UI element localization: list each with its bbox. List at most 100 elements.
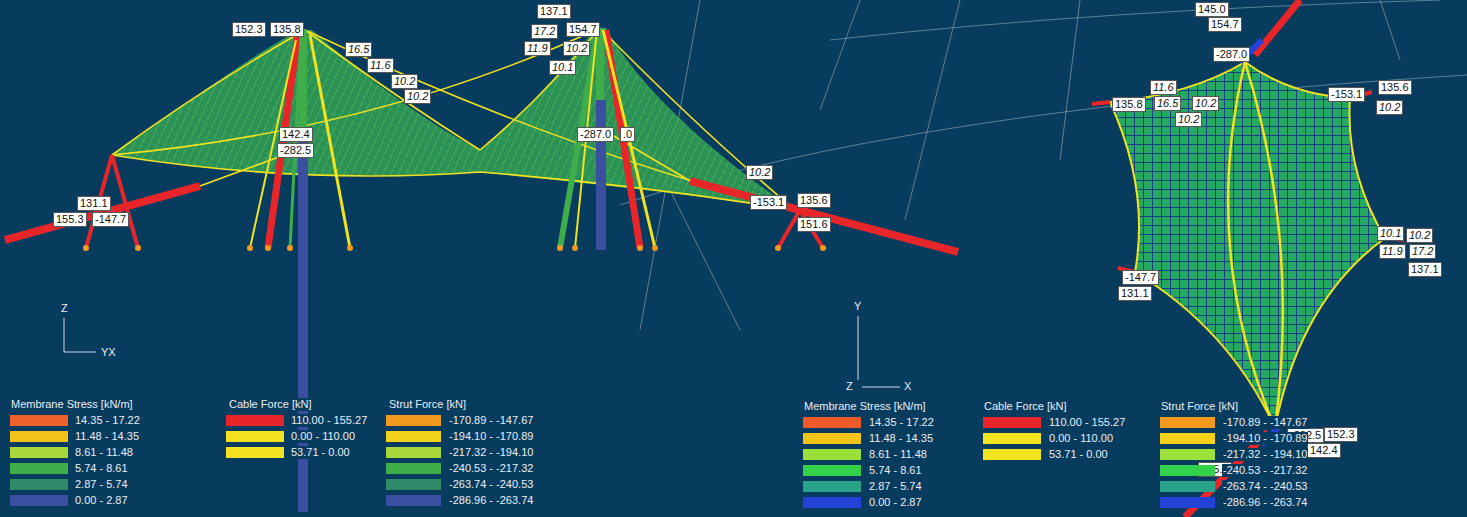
legend-label: 14.35 - 17.22: [74, 414, 141, 427]
axis-label: Z: [60, 302, 69, 315]
legend-label: 110.00 - 155.27: [290, 414, 368, 427]
legend-label: -170.89 - -147.67: [1222, 416, 1308, 429]
legend-heading: Strut Force [kN]: [388, 398, 467, 411]
legend-label: 0.00 - 110.00: [290, 430, 356, 443]
legend-swatch: [803, 449, 861, 460]
stress-value: 11.9: [1379, 244, 1406, 259]
anchor: [557, 245, 563, 251]
anchor: [775, 245, 781, 251]
stress-value: 10.2: [1175, 112, 1202, 127]
stress-value: 17.2: [1409, 244, 1436, 259]
force-value: -153.1: [1328, 87, 1365, 102]
force-value: 137.1: [1408, 262, 1442, 277]
stress-value: 10.1: [1377, 226, 1404, 241]
legend-swatch: [983, 449, 1041, 460]
force-value: -282.5: [277, 143, 314, 158]
legend-swatch: [803, 465, 861, 476]
stress-value: 10.2: [563, 41, 590, 56]
legend-swatch: [983, 433, 1041, 444]
legend-swatch: [386, 415, 441, 426]
legend-swatch: [1160, 433, 1215, 444]
legend-heading: Membrane Stress [kN/m]: [803, 400, 927, 413]
stress-value: 11.6: [367, 58, 394, 73]
legend-swatch: [983, 417, 1041, 428]
stress-value: 10.2: [1192, 96, 1219, 111]
anchor: [135, 245, 141, 251]
axis-line: [64, 352, 96, 353]
stress-value: 10.2: [1376, 100, 1403, 115]
stress-value: 16.5: [1154, 96, 1181, 111]
legend-swatch: [10, 415, 68, 426]
legend-swatch: [10, 479, 68, 490]
legend-swatch: [386, 479, 441, 490]
force-value: 135.6: [797, 193, 831, 208]
legend-swatch: [226, 415, 284, 426]
legend-swatch: [226, 431, 284, 442]
stress-value: 17.2: [531, 24, 558, 39]
legend-label: 5.74 - 8.61: [74, 462, 129, 475]
force-value: 151.6: [797, 217, 831, 232]
legend-swatch: [803, 497, 861, 508]
anchor: [287, 245, 293, 251]
force-value: 154.7: [566, 22, 600, 37]
legend-label: 0.00 - 2.87: [74, 494, 129, 507]
mast: [596, 100, 606, 250]
legend-label: 0.00 - 2.87: [868, 496, 923, 509]
legend-swatch: [803, 481, 861, 492]
force-value: 142.4: [279, 127, 313, 142]
legend-label: 2.87 - 5.74: [74, 478, 129, 491]
legend-heading: Cable Force [kN]: [228, 398, 313, 411]
stress-value: 10.2: [1406, 228, 1433, 243]
legend-label: -286.96 - -263.74: [1222, 496, 1308, 509]
axis-glyph: [64, 318, 96, 352]
stress-value: 11.6: [1150, 80, 1177, 95]
anchor: [637, 245, 643, 251]
legend-swatch: [1160, 417, 1215, 428]
legend-label: 53.71 - 0.00: [290, 446, 351, 459]
legend-swatch: [386, 463, 441, 474]
axis-line: [64, 318, 65, 352]
force-value: 152.3: [1324, 427, 1358, 442]
tie-strut: [690, 181, 958, 252]
force-value: 137.1: [537, 4, 571, 19]
axis-label: Z: [845, 380, 854, 393]
cable: [305, 30, 480, 150]
force-value: -287.0: [577, 127, 614, 142]
legend-label: 53.71 - 0.00: [1048, 448, 1109, 461]
axis-label: YX: [100, 346, 117, 359]
plan-view: [858, 0, 1404, 517]
force-value: 135.6: [1378, 80, 1412, 95]
legend-heading: Membrane Stress [kN/m]: [10, 398, 134, 411]
anchor: [83, 245, 89, 251]
force-value: -287.0: [1213, 47, 1250, 62]
legend-label: -263.74 - -240.53: [448, 478, 534, 491]
stress-value: 16.5: [345, 42, 372, 57]
strut: [1255, 0, 1300, 55]
legend-label: 2.87 - 5.74: [868, 480, 923, 493]
legend-label: -217.32 - -194.10: [1222, 448, 1308, 461]
legend-label: 8.61 - 11.48: [868, 448, 928, 461]
cable: [1245, 62, 1283, 428]
force-value: 135.8: [270, 22, 304, 37]
legend-label: -170.89 - -147.67: [448, 414, 534, 427]
legend-swatch: [1160, 465, 1215, 476]
force-value: 145.0: [1195, 2, 1229, 17]
axis-label: X: [903, 380, 912, 393]
legend-swatch: [386, 495, 441, 506]
anchor: [572, 245, 578, 251]
grid-line: [905, 0, 960, 220]
legend-swatch: [1160, 497, 1215, 508]
legend-label: 11.48 - 14.35: [868, 432, 934, 445]
legend-label: -240.53 - -217.32: [1222, 464, 1308, 477]
legend-label: 0.00 - 110.00: [1048, 432, 1114, 445]
anchor: [265, 245, 271, 251]
force-value: 155.3: [53, 212, 87, 227]
cable: [1228, 62, 1275, 428]
legend-swatch: [1160, 449, 1215, 460]
legend-heading: Cable Force [kN]: [983, 400, 1068, 413]
stress-value: 10.2: [746, 165, 773, 180]
cable: [112, 28, 600, 155]
legend-swatch: [10, 447, 68, 458]
legend-label: -286.96 - -263.74: [448, 494, 534, 507]
